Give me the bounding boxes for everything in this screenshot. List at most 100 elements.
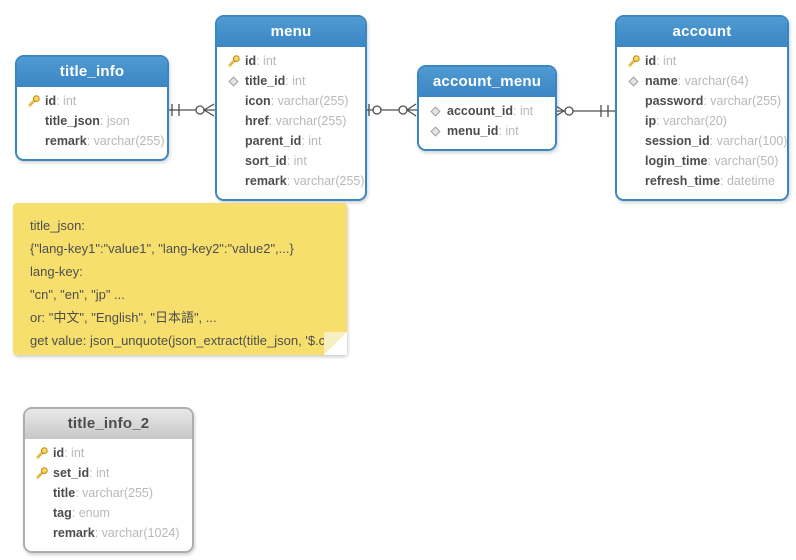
primary-key-icon (29, 466, 53, 480)
field-name: id (645, 54, 657, 68)
field-name: id (53, 446, 65, 460)
field-row-sort_id[interactable]: sort_id: int (221, 151, 359, 171)
field-type: : varchar(64) (677, 74, 749, 88)
field-type: : int (64, 446, 85, 460)
field-name: password (645, 94, 704, 108)
primary-key-icon (621, 54, 645, 68)
field-row-login_time[interactable]: login_time: varchar(50) (621, 151, 781, 171)
sticky-note[interactable]: title_json: {"lang-key1":"value1", "lang-… (13, 203, 347, 355)
primary-key-icon (21, 94, 45, 108)
field-type: : int (286, 154, 307, 168)
field-row-title_id[interactable]: title_id: int (221, 71, 359, 91)
field-name: remark (245, 174, 287, 188)
field-name: sort_id (245, 154, 287, 168)
field-type: : datetime (720, 174, 775, 188)
field-type: : varchar(100) (709, 134, 788, 148)
note-line: title_json: (30, 218, 85, 233)
field-row-account_id[interactable]: account_id: int (423, 101, 549, 121)
field-type: : varchar(255) (270, 94, 349, 108)
foreign-key-icon (621, 75, 645, 87)
field-row-id[interactable]: id: int (29, 443, 186, 463)
field-name: session_id (645, 134, 710, 148)
note-line: lang-key: (30, 264, 83, 279)
relationship-account_menu-account[interactable] (553, 104, 615, 118)
field-row-password[interactable]: password: varchar(255) (621, 91, 781, 111)
field-row-parent_id[interactable]: parent_id: int (221, 131, 359, 151)
field-type: : int (301, 134, 322, 148)
field-name: parent_id (245, 134, 302, 148)
field-row-set_id[interactable]: set_id: int (29, 463, 186, 483)
field-row-id[interactable]: id: int (21, 91, 161, 111)
field-type: : int (656, 54, 677, 68)
relationship-title_info-menu[interactable] (165, 103, 215, 117)
note-line: get value: json_unquote(json_extract(tit… (30, 333, 340, 348)
note-line: "cn", "en", "jp" ... (30, 287, 125, 302)
field-row-href[interactable]: href: varchar(255) (221, 111, 359, 131)
field-type: : varchar(255) (286, 174, 365, 188)
table-title[interactable]: title_info_2 (25, 409, 192, 439)
field-row-refresh_time[interactable]: refresh_time: datetime (621, 171, 781, 191)
relationship-menu-account_menu[interactable] (363, 103, 417, 117)
field-type: : varchar(1024) (94, 526, 180, 540)
field-name: title_id (245, 74, 286, 88)
field-type: : int (513, 104, 534, 118)
field-type: : int (256, 54, 277, 68)
table-title[interactable]: title_info (17, 57, 167, 87)
table-title[interactable]: account_menu (419, 67, 555, 97)
field-name: name (645, 74, 678, 88)
field-type: : varchar(50) (707, 154, 779, 168)
field-name: menu_id (447, 124, 499, 138)
field-row-remark[interactable]: remark: varchar(255) (221, 171, 365, 191)
table-title[interactable]: account (617, 17, 787, 47)
field-name: icon (245, 94, 271, 108)
field-row-menu_id[interactable]: menu_id: int (423, 121, 549, 141)
field-name: remark (45, 134, 87, 148)
field-type: : varchar(255) (268, 114, 347, 128)
table-title[interactable]: menu (217, 17, 365, 47)
field-row-ip[interactable]: ip: varchar(20) (621, 111, 781, 131)
field-type: : enum (71, 506, 110, 520)
field-name: title (53, 486, 76, 500)
field-type: : int (285, 74, 306, 88)
field-row-id[interactable]: id: int (621, 51, 781, 71)
field-name: refresh_time (645, 174, 721, 188)
field-type: : int (89, 466, 110, 480)
field-row-remark[interactable]: remark: varchar(255) (21, 131, 165, 151)
field-type: : int (498, 124, 519, 138)
field-name: tag (53, 506, 72, 520)
field-name: set_id (53, 466, 90, 480)
note-line: {"lang-key1":"value1", "lang-key2":"valu… (30, 241, 294, 256)
field-name: remark (53, 526, 95, 540)
field-row-remark[interactable]: remark: varchar(1024) (29, 523, 186, 543)
field-name: ip (645, 114, 657, 128)
field-row-tag[interactable]: tag: enum (29, 503, 186, 523)
field-row-title[interactable]: title: varchar(255) (29, 483, 186, 503)
field-name: id (245, 54, 257, 68)
field-name: login_time (645, 154, 708, 168)
field-name: id (45, 94, 57, 108)
field-row-title_json[interactable]: title_json: json (21, 111, 161, 131)
field-name: title_json (45, 114, 100, 128)
primary-key-icon (29, 446, 53, 460)
field-row-name[interactable]: name: varchar(64) (621, 71, 781, 91)
field-type: : varchar(255) (86, 134, 165, 148)
foreign-key-icon (221, 75, 245, 87)
field-type: : varchar(255) (75, 486, 154, 500)
foreign-key-icon (423, 105, 447, 117)
field-row-session_id[interactable]: session_id: varchar(100) (621, 131, 787, 151)
field-type: : varchar(20) (656, 114, 727, 128)
note-line: or: "中文", "English", "日本語", ... (30, 310, 217, 325)
field-row-icon[interactable]: icon: varchar(255) (221, 91, 359, 111)
field-row-id[interactable]: id: int (221, 51, 359, 71)
